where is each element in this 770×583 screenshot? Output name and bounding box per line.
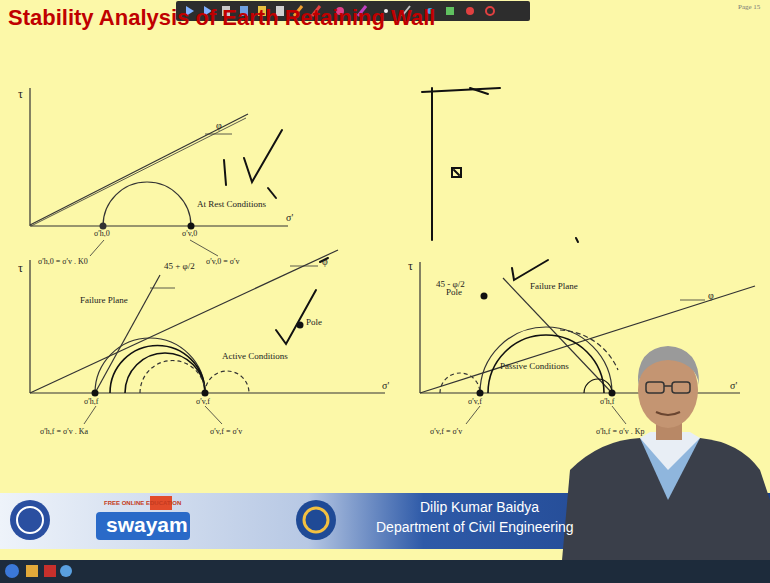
angle-label: φ	[216, 120, 222, 131]
stress-equation: σ'h,f = σ'v . Kp	[596, 428, 644, 437]
iit-logo	[10, 500, 50, 540]
nptel-logo	[296, 500, 336, 540]
axis-label: τ	[408, 260, 413, 273]
pole-label: Pole	[306, 318, 322, 328]
department-name: Department of Civil Engineering	[376, 520, 574, 535]
stress-label: σ'h,f	[84, 398, 98, 407]
angle-label: 45 + φ/2	[164, 262, 195, 272]
condition-label: At Rest Conditions	[197, 200, 266, 210]
logo-caption: FREE ONLINE EDUCATION	[104, 500, 181, 507]
stress-equation: σ'v,f = σ'v	[430, 428, 462, 437]
mohr-passive	[420, 262, 755, 424]
stress-label: σ'h,0	[94, 230, 110, 239]
mohr-at-rest	[30, 88, 288, 256]
logo-word: swayam	[106, 513, 188, 536]
page-number: Page 15	[738, 4, 760, 12]
taskbar	[0, 560, 770, 583]
angle-label: φ	[708, 290, 714, 301]
stress-label: σ'h,f	[600, 398, 614, 407]
stress-label: σ'v,f	[468, 398, 482, 407]
axis-label: τ	[18, 88, 23, 101]
handwritten-marks	[224, 88, 578, 344]
swayam-logo	[96, 512, 190, 540]
stress-equation: σ'v,0 = σ'v	[206, 258, 240, 267]
axis-label: σ'	[730, 380, 737, 391]
axis-label: σ'	[382, 380, 389, 391]
presenter	[560, 346, 770, 583]
slide-title: Stability Analysis of Earth Retaining Wa…	[8, 6, 435, 30]
angle-label: φ	[322, 256, 328, 267]
plane-label: Failure Plane	[80, 296, 128, 306]
plane-label: Failure Plane	[530, 282, 578, 292]
pole-label: Pole	[446, 288, 462, 298]
stress-equation: σ'h,f = σ'v . Ka	[40, 428, 88, 437]
presenter-name: Dilip Kumar Baidya	[420, 500, 539, 515]
condition-label: Active Conditions	[222, 352, 288, 362]
axis-label: τ	[18, 262, 23, 275]
stress-label: σ'v,0	[182, 230, 197, 239]
stress-equation: σ'v,f = σ'v	[210, 428, 242, 437]
axis-label: σ'	[286, 212, 293, 223]
stress-label: σ'v,f	[196, 398, 210, 407]
stress-equation: σ'h,0 = σ'v . K0	[38, 258, 88, 267]
mohr-active	[30, 250, 385, 424]
condition-label: Passive Conditions	[500, 362, 569, 372]
